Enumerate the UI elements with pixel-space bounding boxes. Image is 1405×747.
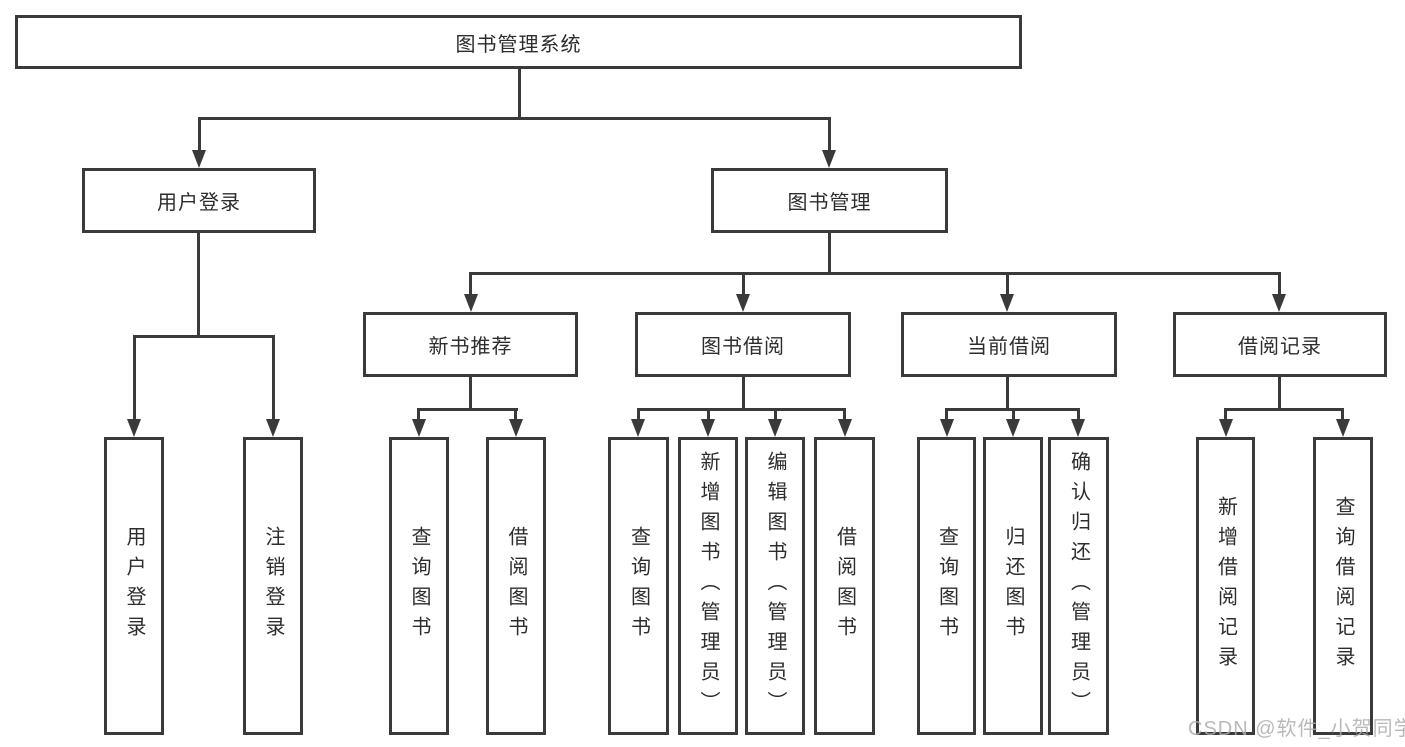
node-book-borrowing: 图书借阅 [635, 312, 851, 377]
leaf-query-borrow-record: 查询借阅记录 [1313, 437, 1373, 735]
connector-line [133, 335, 136, 421]
leaf-add-books-admin: 新增图书（管理员） [678, 437, 738, 735]
leaf-confirm-return-admin: 确认归还（管理员） [1048, 437, 1109, 735]
leaf-edit-books-admin: 编辑图书（管理员） [745, 437, 805, 735]
node-library-management-system: 图书管理系统 [15, 15, 1022, 69]
connector-line [1278, 377, 1281, 410]
arrow-down-icon [1006, 419, 1020, 437]
leaf-add-borrow-record: 新增借阅记录 [1196, 437, 1255, 735]
connector-line [133, 335, 275, 338]
connector-line [707, 408, 710, 421]
connector-line [469, 377, 472, 410]
connector-line [198, 117, 831, 120]
leaf-return-books: 归还图书 [983, 437, 1043, 735]
leaf-label: 借阅图书 [505, 526, 527, 646]
connector-line [198, 117, 201, 152]
connector-line [514, 408, 517, 421]
leaf-label: 查询图书 [408, 526, 430, 646]
connector-line [828, 232, 831, 275]
arrow-down-icon [127, 419, 141, 437]
arrow-down-icon [736, 294, 750, 312]
connector-line [843, 408, 846, 421]
connector-line [637, 408, 846, 411]
connector-line [1006, 272, 1009, 296]
connector-line [1006, 377, 1009, 410]
leaf-label: 查询图书 [935, 526, 958, 646]
connector-line [1012, 408, 1015, 421]
connector-line [1341, 408, 1344, 421]
leaf-user-login: 用户登录 [104, 437, 164, 735]
arrow-down-icon [940, 419, 954, 437]
leaf-label: 确认归还（管理员） [1067, 451, 1090, 721]
arrow-down-icon [631, 419, 645, 437]
leaf-borrow-books: 借阅图书 [814, 437, 875, 735]
arrow-down-icon [1336, 419, 1350, 437]
leaf-label: 用户登录 [123, 526, 145, 646]
connector-line [518, 69, 521, 120]
connector-line [197, 232, 200, 338]
leaf-label: 编辑图书（管理员） [764, 451, 786, 721]
arrow-down-icon [1272, 294, 1286, 312]
leaf-label: 查询借阅记录 [1332, 496, 1354, 676]
arrow-down-icon [768, 419, 782, 437]
connector-line [417, 408, 420, 421]
leaf-label: 注销登录 [262, 526, 284, 646]
connector-line [1224, 408, 1227, 421]
leaf-logout: 注销登录 [243, 437, 303, 735]
connector-line [742, 377, 745, 410]
connector-line [469, 272, 472, 296]
arrow-down-icon [412, 419, 426, 437]
arrow-down-icon [509, 419, 523, 437]
connector-line [1224, 408, 1344, 411]
connector-line [1077, 408, 1080, 421]
arrow-down-icon [192, 150, 206, 168]
csdn-watermark: CSDN @软件_小贺同学 [1188, 718, 1405, 740]
arrow-down-icon [838, 419, 852, 437]
connector-line [469, 272, 1281, 275]
leaf-label: 新增借阅记录 [1214, 496, 1237, 676]
arrow-down-icon [1000, 294, 1014, 312]
leaf-borrow-books: 借阅图书 [486, 437, 546, 735]
arrow-down-icon [464, 294, 478, 312]
connector-line [774, 408, 777, 421]
leaf-label: 借阅图书 [833, 526, 856, 646]
arrow-down-icon [266, 419, 280, 437]
connector-line [945, 408, 948, 421]
connector-line [637, 408, 640, 421]
arrow-down-icon [1219, 419, 1233, 437]
arrow-down-icon [1071, 419, 1085, 437]
leaf-label: 查询图书 [627, 526, 650, 646]
leaf-query-books: 查询图书 [389, 437, 449, 735]
leaf-query-books: 查询图书 [608, 437, 669, 735]
connector-line [1278, 272, 1281, 296]
connector-line [742, 272, 745, 296]
node-user-login: 用户登录 [82, 168, 316, 233]
leaf-query-books: 查询图书 [917, 437, 976, 735]
connector-line [828, 117, 831, 152]
connector-line [417, 408, 518, 411]
node-book-management: 图书管理 [711, 168, 948, 233]
leaf-label: 归还图书 [1002, 526, 1024, 646]
node-borrowing-records: 借阅记录 [1173, 312, 1387, 377]
node-new-book-recommend: 新书推荐 [363, 312, 578, 377]
leaf-label: 新增图书（管理员） [697, 451, 719, 721]
arrow-down-icon [701, 419, 715, 437]
node-current-borrowing: 当前借阅 [901, 312, 1117, 377]
arrow-down-icon [822, 150, 836, 168]
connector-line [272, 335, 275, 421]
